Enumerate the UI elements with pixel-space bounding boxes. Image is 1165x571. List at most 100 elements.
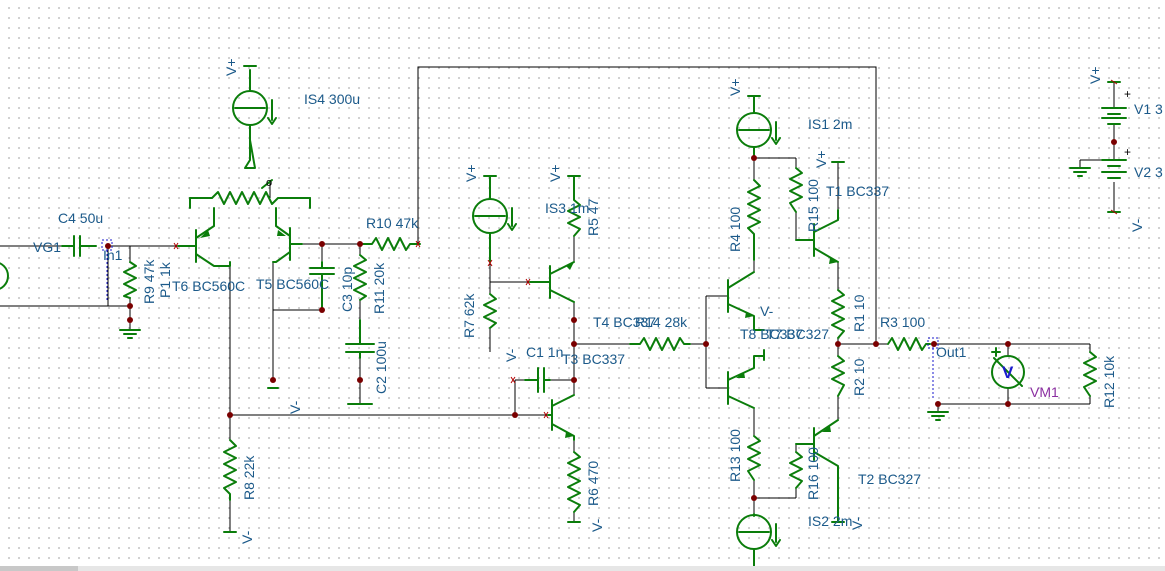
t4-transistor[interactable]	[529, 261, 575, 303]
supply-ticks	[223, 387, 581, 533]
wire-net	[0, 66, 1115, 532]
label-in1: In1	[103, 247, 123, 263]
battery-plus-v2: +	[1124, 145, 1131, 159]
label-r3: R3 100	[880, 314, 925, 330]
label-vplus: V+	[223, 58, 239, 76]
label-v2: V2 3	[1134, 164, 1163, 180]
label-c4: C4 50u	[58, 210, 103, 226]
label-vplus: V+	[813, 150, 829, 168]
ground-symbol-2	[927, 411, 949, 421]
label-is1: IS1 2m	[808, 116, 852, 132]
label-vminus: V-	[287, 400, 303, 414]
ground-symbol-3	[1069, 167, 1091, 177]
label-r5: R5 47	[585, 198, 601, 236]
label-t4: T4 BC337	[593, 314, 656, 330]
label-vplus: V+	[547, 164, 563, 182]
c4-capacitor[interactable]	[61, 235, 97, 257]
pin-stubs	[173, 79, 1118, 419]
c3-capacitor[interactable]	[309, 261, 335, 311]
is1-current-source[interactable]	[736, 95, 781, 159]
v2-battery[interactable]	[1101, 159, 1127, 213]
c2-capacitor[interactable]	[345, 319, 375, 405]
r13-resistor[interactable]	[747, 435, 761, 481]
out1-probe[interactable]	[927, 337, 939, 398]
t3-transistor[interactable]	[547, 394, 575, 441]
label-vplus: V+	[1087, 66, 1103, 84]
r5-resistor[interactable]	[567, 175, 581, 237]
label-out1: Out1	[936, 344, 967, 360]
label-t8: T8 BC337	[740, 326, 803, 342]
r15-resistor[interactable]	[789, 167, 803, 213]
label-r8: R8 22k	[241, 455, 257, 500]
vg1-source-symbol[interactable]	[0, 262, 9, 290]
label-r13: R13 100	[727, 429, 743, 482]
r3-resistor[interactable]	[887, 337, 931, 351]
label-r16: R16 100	[805, 447, 821, 500]
label-c1: C1 1n	[526, 344, 563, 360]
in1-probe[interactable]	[101, 239, 113, 300]
battery-plus-v1: +	[1124, 87, 1131, 101]
label-c3: C3 10p	[339, 267, 355, 312]
t7-transistor[interactable]	[727, 349, 765, 409]
pot-wiper-marker: o	[266, 177, 272, 189]
label-is2: IS2 2m	[808, 513, 852, 529]
t2-transistor[interactable]	[795, 419, 845, 523]
label-r1: R1 10	[851, 294, 867, 332]
label-r2: R2 10	[851, 358, 867, 396]
label-r7: R7 62k	[461, 293, 477, 338]
r10-resistor[interactable]	[359, 237, 421, 251]
junction-dots	[105, 139, 1117, 501]
label-r10: R10 47k	[366, 215, 419, 231]
is2-current-source[interactable]	[736, 513, 781, 567]
r14-resistor[interactable]	[629, 337, 691, 351]
r8-resistor[interactable]	[223, 439, 237, 501]
label-v1: V1 3	[1134, 101, 1163, 117]
label-vplus: V+	[463, 164, 479, 182]
voltmeter-v-glyph: V	[1002, 363, 1014, 382]
label-t1: T1 BC337	[826, 183, 889, 199]
label-c2: C2 100u	[373, 341, 389, 394]
t8-transistor[interactable]	[727, 271, 765, 331]
component-labels: IS4 300u C4 50u VG1 In1 R10 47k IS3 1m I…	[33, 58, 1163, 544]
label-vg1: VG1	[33, 239, 61, 255]
label-t3: T3 BC337	[562, 351, 625, 367]
t1-transistor[interactable]	[795, 161, 845, 264]
r2-resistor[interactable]	[831, 355, 845, 397]
is4-current-source[interactable]	[232, 65, 277, 141]
label-vminus: V-	[1129, 218, 1145, 232]
label-vminus: V-	[239, 530, 255, 544]
label-vminus: V-	[760, 303, 774, 319]
vm1-voltmeter[interactable]	[991, 347, 1025, 389]
ground-symbol-1	[119, 329, 141, 339]
r4-resistor[interactable]	[747, 179, 761, 261]
label-r6: R6 470	[585, 461, 601, 506]
r7-resistor[interactable]	[483, 293, 497, 329]
r9-resistor[interactable]	[123, 261, 137, 299]
label-r4: R4 100	[727, 207, 743, 252]
r16-resistor[interactable]	[789, 451, 803, 489]
label-vm1: VM1	[1030, 384, 1059, 400]
label-t5: T5 BC560C	[256, 276, 329, 292]
scrollbar-thumb[interactable]	[0, 566, 78, 571]
r11-resistor[interactable]	[353, 254, 367, 301]
r6-resistor[interactable]	[567, 451, 581, 513]
c1-capacitor[interactable]	[524, 367, 551, 393]
label-r15: R15 100	[805, 179, 821, 232]
p1-potentiometer[interactable]	[189, 139, 311, 209]
r1-resistor[interactable]	[831, 289, 845, 339]
label-r14: R14 28k	[635, 314, 688, 330]
label-p1: P1 1k	[157, 261, 173, 298]
label-vminus: V-	[589, 518, 605, 532]
t6-transistor[interactable]	[177, 207, 231, 267]
is3-current-source[interactable]	[472, 175, 517, 263]
label-t7: T7 BC327	[766, 326, 829, 342]
label-vplus: V+	[727, 78, 743, 96]
label-r12: R12 10k	[1101, 355, 1117, 408]
r12-resistor[interactable]	[1083, 351, 1097, 397]
horizontal-scrollbar[interactable]	[0, 566, 1165, 571]
label-vminus: V-	[503, 348, 519, 362]
label-is4: IS4 300u	[304, 91, 360, 107]
t5-transistor[interactable]	[272, 207, 303, 263]
